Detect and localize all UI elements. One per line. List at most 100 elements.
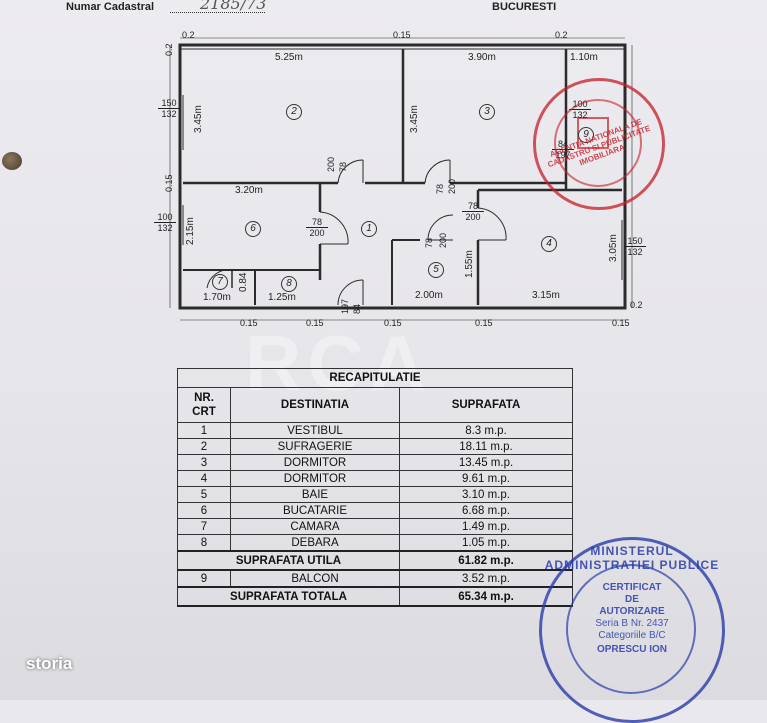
row-dest: DORMITOR — [230, 470, 400, 487]
door-5: 78 200 — [424, 233, 448, 258]
dim-bottom-4: 0.15 — [475, 318, 493, 328]
room-number-5: 5 — [428, 262, 444, 278]
authorization-stamp-inner — [566, 564, 696, 694]
cadastral-number-line — [170, 4, 265, 13]
cadastre-stamp: AGENTIA NATIONALA DE CADASTRU SI PUBLICI… — [533, 78, 665, 210]
door-entry-width: 197 — [340, 298, 350, 314]
row-dest: BUCATARIE — [230, 502, 400, 519]
row-nr: 5 — [177, 486, 231, 503]
row-supr: 1.49 m.p. — [399, 518, 573, 535]
row-nr: 6 — [177, 502, 231, 519]
window-left-mid: 100 132 — [154, 212, 176, 233]
dim-bottom-1: 0.15 — [240, 318, 258, 328]
cadastral-number-label: Numar Cadastral — [66, 1, 155, 13]
row-dest: CAMARA — [230, 518, 400, 535]
dim-corner-tl: 0.2 — [164, 43, 174, 56]
window-right-mid: 150 132 — [624, 236, 646, 257]
dim-bottom-5: 0.15 — [612, 318, 630, 328]
balcon-dest: BALCON — [230, 569, 400, 588]
dim-r7-height: 0.84 — [238, 272, 249, 292]
col-supr-header: SUPRAFATA — [399, 387, 573, 423]
dim-top-mid: 0.15 — [393, 30, 411, 40]
door-5-width: 78 — [424, 237, 434, 248]
stamp-line-1: CERTIFICAT — [602, 582, 662, 593]
stamp-line-3: AUTORIZARE — [599, 606, 665, 617]
window-left-mid-height: 132 — [157, 223, 173, 233]
room-number-7: 7 — [212, 274, 228, 290]
dim-left-small: 0.15 — [164, 174, 174, 192]
door-6-height: 200 — [309, 228, 325, 238]
row-dest: SUFRAGERIE — [230, 438, 400, 455]
door-3-height: 200 — [447, 178, 457, 194]
floor-plan-drawing — [169, 37, 633, 321]
door-2-height: 200 — [326, 156, 336, 172]
utila-value: 61.82 m.p. — [399, 550, 573, 571]
totala-label: SUPRAFATA TOTALA — [177, 586, 400, 607]
door-4-height: 200 — [465, 212, 481, 222]
door-3-width: 78 — [435, 183, 445, 194]
dim-r3-height: 3.45m — [409, 105, 420, 133]
utila-label: SUPRAFATA UTILA — [177, 550, 400, 571]
dim-r2-width: 5.25m — [275, 52, 303, 63]
window-left-top-width: 150 — [158, 98, 180, 109]
dim-r2-height: 3.45m — [193, 105, 204, 133]
row-nr: 4 — [177, 470, 231, 487]
dim-bottom-3: 0.15 — [384, 318, 402, 328]
row-nr: 1 — [177, 422, 231, 439]
door-2: 78 200 — [326, 157, 348, 182]
dim-r7-width: 1.70m — [203, 292, 231, 303]
row-dest: VESTIBUL — [230, 422, 400, 439]
door-entry-height: 84 — [352, 303, 362, 314]
dim-r5-height: 1.55m — [464, 250, 475, 278]
dim-r3-width: 3.90m — [468, 52, 496, 63]
col-dest-header: DESTINATIA — [230, 387, 400, 423]
balcon-supr: 3.52 m.p. — [399, 569, 573, 588]
row-supr: 6.68 m.p. — [399, 502, 573, 519]
window-right-mid-height: 132 — [627, 247, 643, 257]
door-3: 78 200 — [435, 179, 457, 204]
cadastre-stamp-inner — [554, 99, 642, 187]
stamp-line-5: Categoriile B/C — [598, 630, 666, 641]
room-number-4: 4 — [541, 236, 557, 252]
dim-r6-height: 2.15m — [185, 217, 196, 245]
room-number-3: 3 — [479, 104, 495, 120]
dim-corner-br: 0.2 — [630, 300, 643, 310]
dim-r9-width: 1.10m — [570, 52, 598, 63]
door-6-width: 78 — [306, 217, 328, 228]
table-title: RECAPITULATIE — [177, 368, 573, 388]
row-dest: DEBARA — [230, 534, 400, 552]
stamp-line-6: OPRESCU ION — [596, 644, 667, 655]
window-left-top-height: 132 — [161, 109, 177, 119]
col-nr-header: NR. CRT — [177, 387, 231, 423]
stamp-ring-text: MINISTERUL ADMINISTRATIEI PUBLICE — [544, 544, 720, 572]
dim-top-left: 0.2 — [182, 30, 195, 40]
dim-r4-height: 3.05m — [608, 234, 619, 262]
row-supr: 9.61 m.p. — [399, 470, 573, 487]
stamp-line-2: DE — [625, 594, 639, 605]
row-dest: DORMITOR — [230, 454, 400, 471]
row-nr: 2 — [177, 438, 231, 455]
row-supr: 3.10 m.p. — [399, 486, 573, 503]
room-number-1: 1 — [361, 221, 377, 237]
recapitulatie-table: RECAPITULATIE NR. CRT DESTINATIA SUPRAFA… — [177, 368, 573, 607]
row-nr: 7 — [177, 518, 231, 535]
room-number-2: 2 — [286, 104, 302, 120]
window-left-top: 150 132 — [158, 98, 180, 119]
row-dest: BAIE — [230, 486, 400, 503]
balcon-nr: 9 — [177, 569, 231, 588]
row-nr: 8 — [177, 534, 231, 552]
door-6: 78 200 — [306, 217, 328, 238]
door-4: 78 200 — [462, 201, 484, 222]
dim-r5-width: 2.00m — [415, 290, 443, 301]
row-supr: 18.11 m.p. — [399, 438, 573, 455]
dim-r4-width: 3.15m — [532, 290, 560, 301]
totala-value: 65.34 m.p. — [399, 586, 573, 607]
authorization-stamp: MINISTERUL ADMINISTRATIEI PUBLICE CERTIF… — [539, 537, 725, 723]
city-label: BUCURESTI — [492, 1, 557, 13]
